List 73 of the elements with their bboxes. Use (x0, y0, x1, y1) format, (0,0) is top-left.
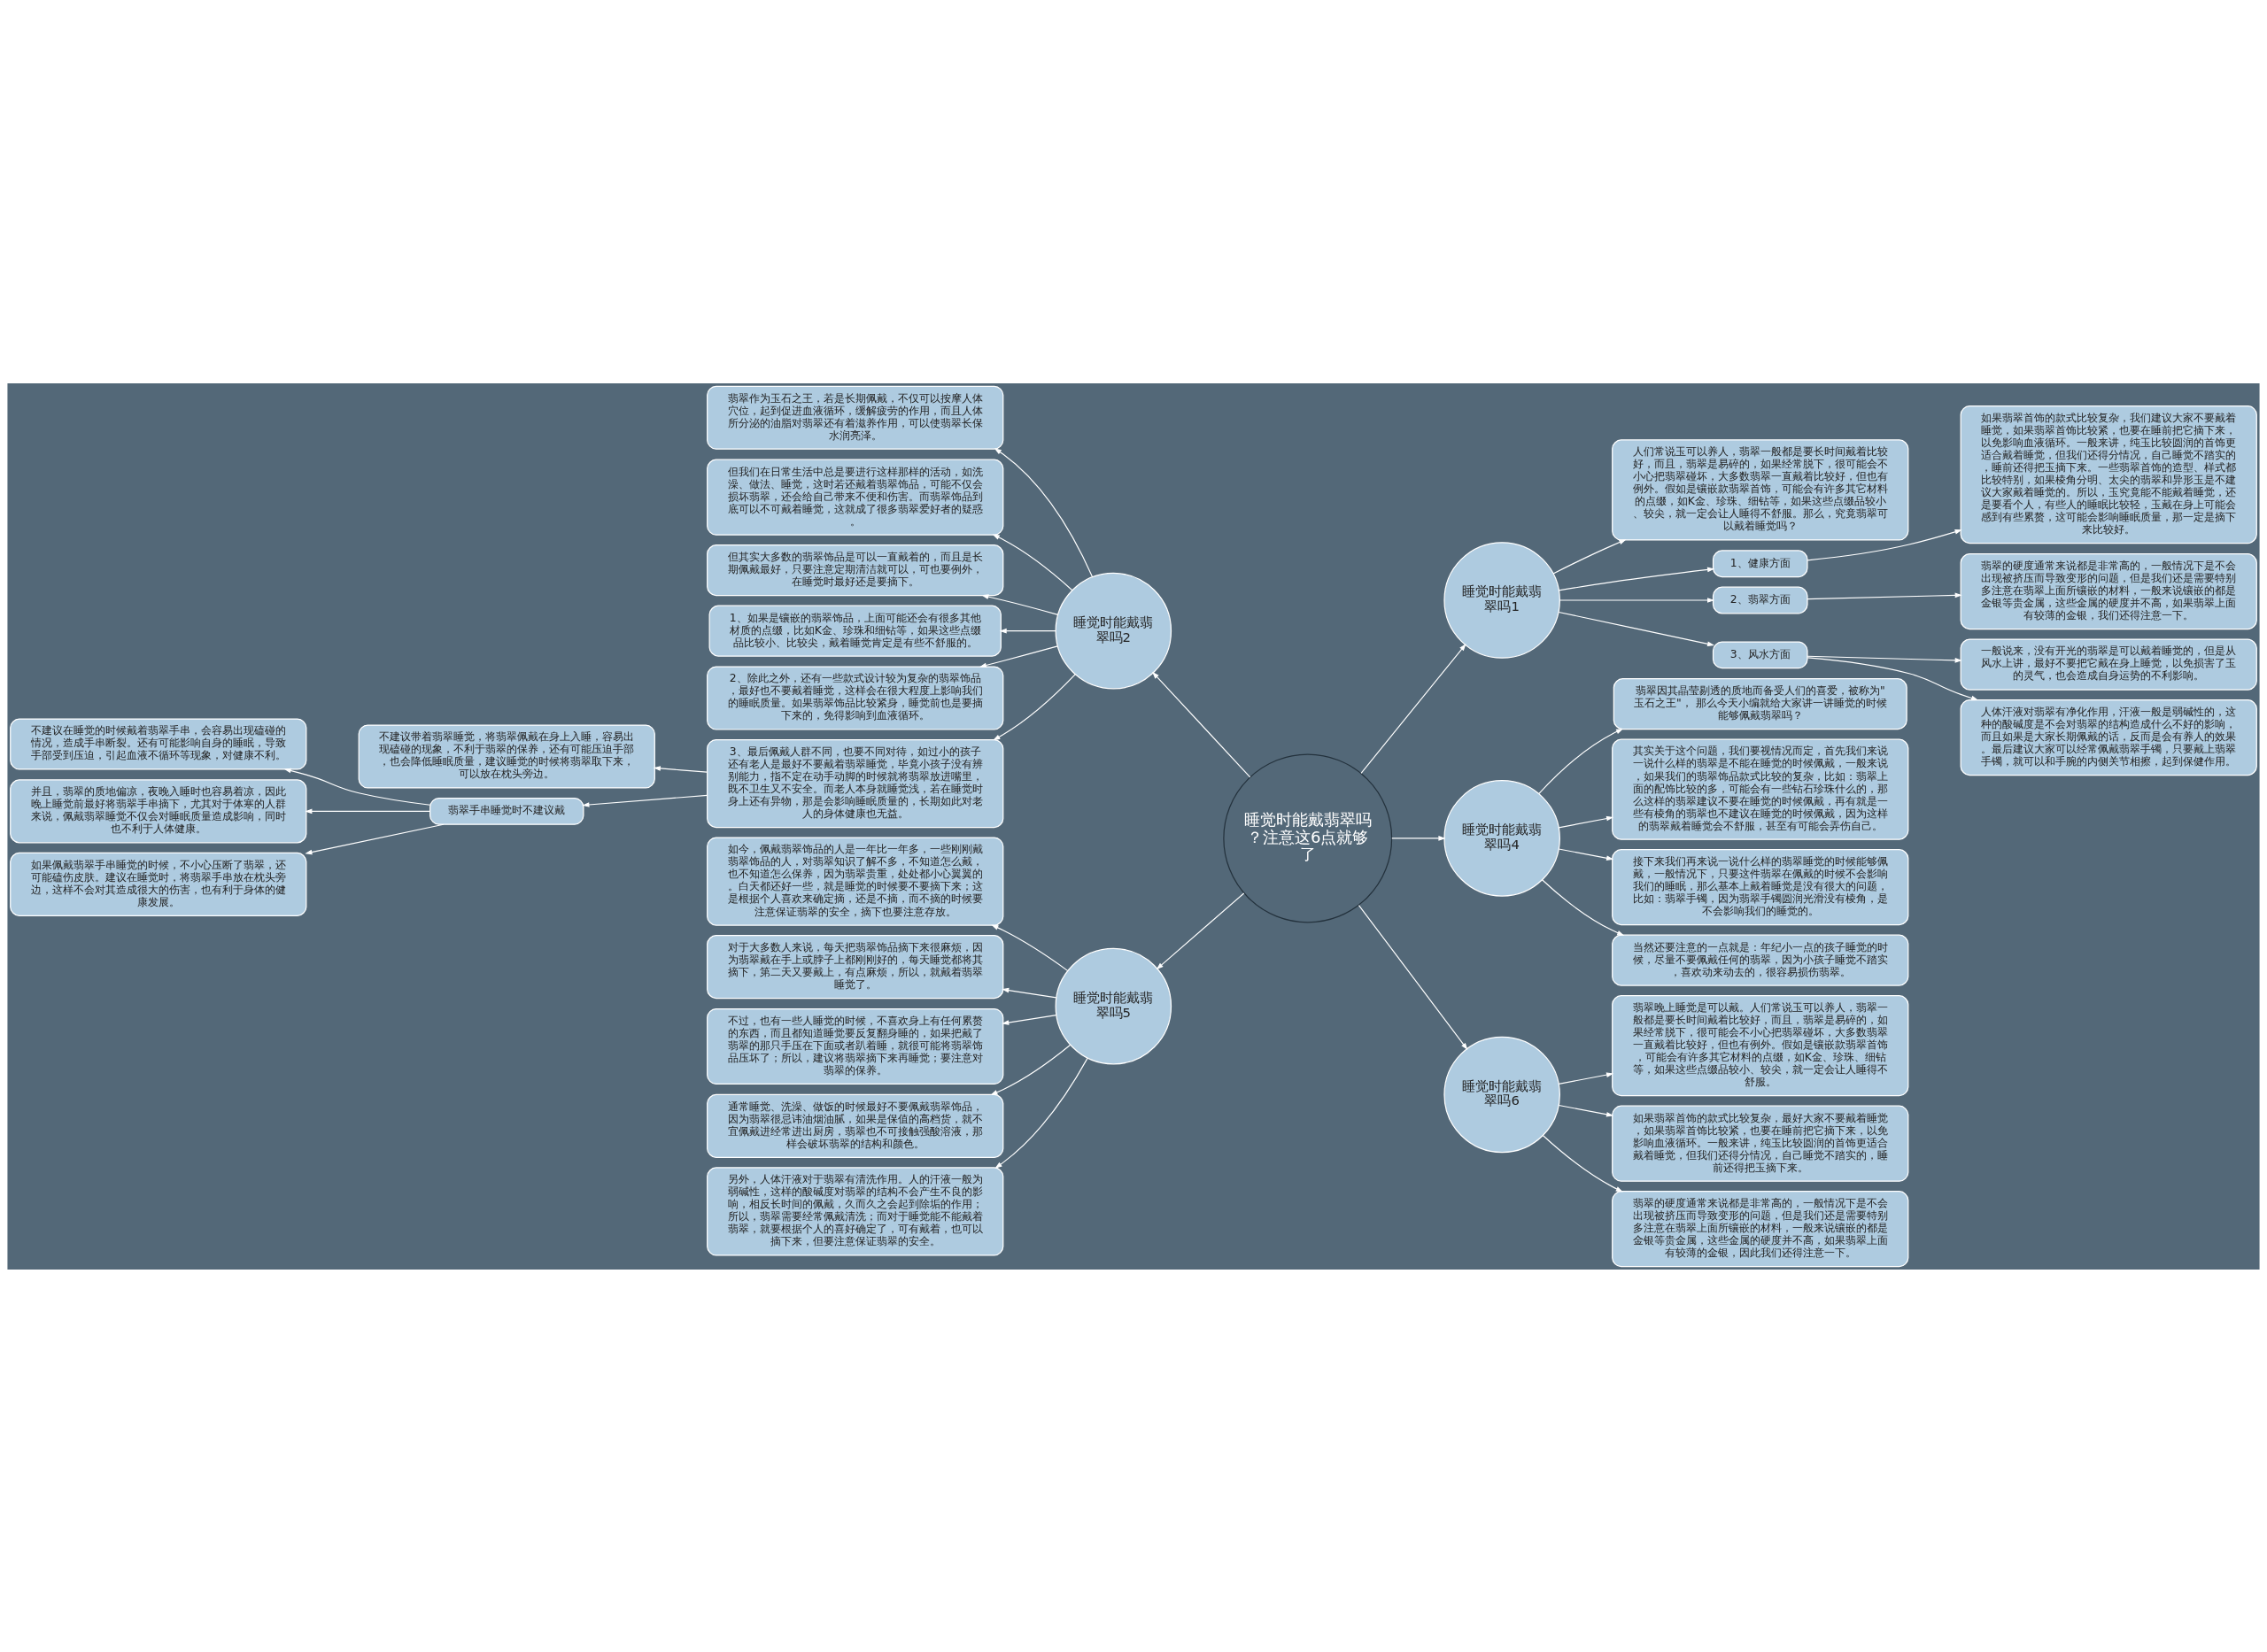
node-box: 通常睡觉、洗澡、做饭的时候最好不要佩戴翡翠饰品，因为翡翠很忌讳油烟油腻，如果是保值的高档货，就不宜佩戴进经常进出厨房，翡翠也不可接触强酸溶液，那样会破坏翡翠的结构和颜色。 (707, 1093, 1004, 1158)
arrow (1559, 597, 1715, 603)
arrow (1558, 611, 1715, 646)
node-box: 翡翠晚上睡觉是可以戴。人们常说玉可以养人，翡翠一般都是要长时间戴着比较好，而且，翡翠是易碎的，如果经常脱下，很可能会不小心把翡翠碰坏，大多数翡翠一直戴着比较好，但也有例外。假如是镶嵌款翡翠首饰，可能会有许多其它材料的点缀，如K金、珍珠、细钻等，如果这些点缀品较小、较尖，就一定会让人睡得不舒服。 (1612, 994, 1909, 1096)
arrow (1541, 878, 1625, 936)
arrow (994, 447, 1094, 577)
node-box: 接下来我们再来说一说什么样的翡翠睡觉的时候能够佩戴，一般情况下，只要这件翡翠在佩戴的时候不会影响我们的睡眠，那么基本上戴着睡觉是没有很大的问题，比如：翡翠手镯，因为翡翠手镯圆润光滑没有棱角，是不会影响我们的睡觉的。 (1612, 848, 1909, 925)
arrow (1002, 987, 1057, 998)
arrow (1538, 728, 1624, 794)
node-box: 但其实大多数的翡翠饰品是可以一直戴着的，而且是长期佩戴最好，只要注意定期清洁就可以，可也要例外，在睡觉时最好还是要摘下。 (707, 544, 1004, 596)
arrow (990, 1044, 1072, 1095)
node-box: 不过，也有一些人睡觉的时候，不喜欢身上有任何累赘的东西，而且都知道睡觉要反复翻身睡的，如果把戴了翡翠的那只手压在下面或者趴着睡，就很可能将翡翠饰品压坏了；所以，建议将翡翠摘下来再睡觉；要注意对翡翠的保养。 (707, 1007, 1004, 1085)
arrow (1558, 1071, 1614, 1085)
node-box: 翡翠作为玉石之王，若是长期佩戴，不仅可以按摩人体穴位，起到促进血液循环，缓解疲劳的作用，而且人体所分泌的油脂对翡翠还有着滋养作用，可以使翡翠长保水润亮泽。 (707, 385, 1004, 450)
node-box: 3、最后佩戴人群不同，也要不同对待，如过小的孩子还有老人是最好不要戴着翡翠睡觉，毕竟小孩子没有辨别能力，指不定在动手动脚的时候就将翡翠放进嘴里，既不卫生又不安全。而老人本身就睡觉浅，若在睡觉时身上还有异物，那是会影响睡眠质量的，长期如此对老人的身体健康也无益。 (707, 738, 1004, 828)
node-box: 并且，翡翠的质地偏凉，夜晚入睡时也容易着凉，因此晚上睡觉前最好将翡翠手串摘下，尤其对于体寒的人群来说，佩戴翡翠睡觉不仅会对睡眠质量造成影响，同时也不利于人体健康。 (10, 778, 307, 843)
node-circle: 睡觉时能戴翡翠吗1 (1443, 541, 1560, 659)
node-circle: 睡觉时能戴翡翠吗6 (1443, 1036, 1560, 1153)
arrow (1358, 904, 1468, 1050)
arrow (1807, 592, 1962, 599)
node-box: 但我们在日常生活中总是要进行这样那样的活动，如洗澡、做法、睡觉，这时若还戴着翡翠饰品，可能不仅会损坏翡翠，还会给自己带来不便和伤害。而翡翠饰品到底可以不可戴着睡觉，这就成了很多翡翠爱好者的疑惑。 (707, 459, 1004, 536)
node-box: 其实关于这个问题，我们要视情况而定，首先我们来说一说什么样的翡翠是不能在睡觉的时候佩戴，一般来说，如果我们的翡翠饰品款式比较的复杂，比如：翡翠上面的配饰比较的多，可能会有一些钻石珍珠什么的，那么这样的翡翠建议不要在睡觉的时候佩戴，再有就是一些有棱角的翡翠也不建议在睡觉的时候佩戴，因为这样的翡翠戴着睡觉会不舒服，甚至有可能会弄伤自己。 (1612, 738, 1909, 840)
arrow (1156, 892, 1245, 969)
node-box: 3、风水方面 (1712, 640, 1808, 668)
node-box: 如今，佩戴翡翠饰品的人是一年比一年多，一些刚刚戴翡翠饰品的人，对翡翠知识了解不多，不知道怎么戴，也不知道怎么保养，因为翡翠贵重，处处都小心翼翼的。白天都还好一些，就是睡觉的时候要不要摘下来；这是根据个人喜欢来确定摘，还是不摘，而不摘的时候要注意保证翡翠的安全，摘下也要注意存放。 (707, 836, 1004, 926)
arrow (993, 673, 1076, 740)
node-box: 1、如果是镶嵌的翡翠饰品，上面可能还会有很多其他材质的点缀，比如K金、珍珠和细钻等，如果这些点缀品比较小、比较尖，戴着睡觉肯定是有些不舒服的。 (708, 605, 1002, 657)
arrow (994, 1057, 1088, 1169)
node-circle: 睡觉时能戴翡翠吗？注意这6点就够了 (1223, 753, 1393, 922)
arrow (305, 823, 445, 854)
arrow (1002, 1014, 1057, 1025)
node-box: 如果翡翠首饰的款式比较复杂，我们建议大家不要戴着睡觉，如果翡翠首饰比较紧，也要在睡前把它摘下来，以免影响血液循环。一般来讲，纯玉比较圆润的首饰更适合戴着睡觉，但我们还得分情况，自己睡觉不踏实的，睡前还得把玉摘下来。一些翡翠首饰的造型、样式都比较特别，如果棱角分明、太尖的翡翠和异形玉是不建议大家戴着睡觉的。所以，玉究竟能不能戴着睡觉，还是要看个人，有些人的睡眠比较轻，玉戴在身上可能会感到有些累赘，这可能会影响睡眠质量，那一定是摘下来比较好。 (1960, 405, 2257, 544)
arrow (1542, 1134, 1623, 1192)
arrow (1558, 847, 1614, 861)
node-box: 翡翠手串睡觉时不建议戴 (429, 797, 584, 825)
node-box: 对于大多数人来说，每天把翡翠饰品摘下来很麻烦，因为翡翠戴在手上或脖子上都刚刚好的，每天睡觉都将其摘下，第二天又要戴上，有点麻烦，所以，就戴着翡翠睡觉了。 (707, 934, 1004, 999)
node-box: 翡翠的硬度通常来说都是非常高的，一般情况下是不会出现被挤压而导致变形的问题，但是我们还是需要特别多注意在翡翠上面所镶嵌的材料，一般来说镶嵌的都是金银等贵金属，这些金属的硬度并不高，如果翡翠上面有较薄的金银，因此我们还得注意一下。 (1612, 1190, 1909, 1267)
arrow (991, 923, 1069, 971)
arrow (1391, 835, 1446, 841)
node-box: 不建议带着翡翠睡觉，将翡翠佩戴在身上入睡，容易出现磕碰的现象，不利于翡翠的保养，还有可能压迫手部，也会降低睡眠质量，建议睡觉的时候将翡翠取下来，可以放在枕头旁边。 (358, 723, 655, 789)
node-box: 一般说来，没有开光的翡翠是可以戴着睡觉的，但是从风水上讲，最好不要把它戴在身上睡觉，以免损害了玉的灵气，也会造成自身运势的不利影响。 (1960, 638, 2257, 691)
arrow (1807, 655, 1962, 663)
node-box: 1、健康方面 (1712, 549, 1808, 577)
node-box: 如果佩戴翡翠手串睡觉的时候，不小心压断了翡翠，还可能磕伤皮肤。建议在睡觉时，将翡翠手串放在枕头旁边，这样不会对其造成很大的伤害，也有利于身体的健康发展。 (10, 852, 307, 916)
node-box: 2、除此之外，还有一些款式设计较为复杂的翡翠饰品，最好也不要戴着睡觉，这样会在很大程度上影响我们的睡眠质量。如果翡翠饰品比较紧身，睡觉前也是要摘下来的，免得影响到血液循环。 (707, 665, 1004, 730)
arrow (1360, 643, 1466, 774)
node-box: 人们常说玉可以养人，翡翠一般都是要长时间戴着比较好，而且，翡翠是易碎的，如果经常脱下，很可能会不小心把翡翠碰坏，大多数翡翠一直戴着比较好，但也有例外。假如是镶嵌款翡翠首饰，可能会有许多其它材料的点缀，如K金、珍珠、细钻等，如果这些点缀品较小、较尖，就一定会让人睡得不舒服。那么，究竟翡翠可以戴着睡觉吗？ (1612, 438, 1909, 541)
node-box: 翡翠因其晶莹剔透的质地而备受人们的喜爱，被称为"玉石之王"， 那么今天小编就给大家讲一讲睡觉的时候能够佩戴翡翠吗？ (1613, 677, 1907, 730)
arrow (999, 628, 1056, 633)
arrow (979, 645, 1058, 668)
node-box: 不建议在睡觉的时候戴着翡翠手串，会容易出现磕碰的情况，造成手串断裂。还有可能影响自身的睡眠，导致手部受到压迫，引起血液不循环等现象，对健康不利。 (10, 717, 307, 770)
node-box: 当然还要注意的一点就是：年纪小一点的孩子睡觉的时候，尽量不要佩戴任何的翡翠，因为小孩子睡觉不踏实，喜欢动来动去的，很容易损伤翡翠。 (1612, 934, 1909, 986)
arrow (1558, 1104, 1614, 1117)
node-box: 2、翡翠方面 (1712, 586, 1808, 614)
node-box: 如果翡翠首饰的款式比较复杂，最好大家不要戴着睡觉，如果翡翠首饰比较紧，也要在睡前把它摘下来，以免影响血液循环。一般来讲，纯玉比较圆润的首饰更适合戴着睡觉，但我们还得分情况，自己睡觉不踏实的，睡前还得把玉摘下来。 (1612, 1105, 1909, 1182)
node-box: 另外，人体汗液对于翡翠有清洗作用。人的汗液一般为弱碱性，这样的酸碱度对翡翠的结构不会产生不良的影响，相反长时间的佩戴，久而久之会起到除垢的作用；所以，翡翠需要经常佩戴清洗；而对于睡觉能不能戴着翡翠，就要根据个人的喜好确定了，可有戴着，也可以摘下来，但要注意保证翡翠的安全。 (707, 1166, 1004, 1256)
arrow (653, 765, 708, 773)
arrow (305, 808, 431, 814)
arrow (1807, 529, 1962, 560)
arrow (992, 533, 1073, 591)
node-circle: 睡觉时能戴翡翠吗5 (1055, 947, 1172, 1064)
arrow (1552, 538, 1627, 575)
arrow (582, 794, 708, 807)
node-box: 翡翠的硬度通常来说都是非常高的，一般情况下是不会出现被挤压而导致变形的问题，但是我们还是需要特别多注意在翡翠上面所镶嵌的材料，一般来说镶嵌的都是金银等贵金属，这些金属的硬度并不高，如果翡翠上面有较薄的金银，我们还得注意一下。 (1960, 552, 2257, 629)
arrow (1558, 567, 1715, 591)
node-circle: 睡觉时能戴翡翠吗4 (1443, 779, 1560, 897)
node-circle: 睡觉时能戴翡翠吗2 (1055, 572, 1172, 689)
arrow (981, 593, 1059, 615)
arrow (1807, 656, 1979, 700)
arrow (1152, 671, 1251, 777)
arrow (1558, 815, 1614, 828)
arrow (283, 768, 431, 806)
node-box: 人体汗液对翡翠有净化作用，汗液一般是弱碱性的，这种的酸碱度是不会对翡翠的结构造成什么不好的影响，而且如果是大家长期佩戴的话，反而是会有养人的效果。最后建议大家可以经常佩戴翡翠手镯，只要戴上翡翠手镯，就可以和手腕的内侧关节相擦，起到保健作用。 (1960, 699, 2257, 776)
